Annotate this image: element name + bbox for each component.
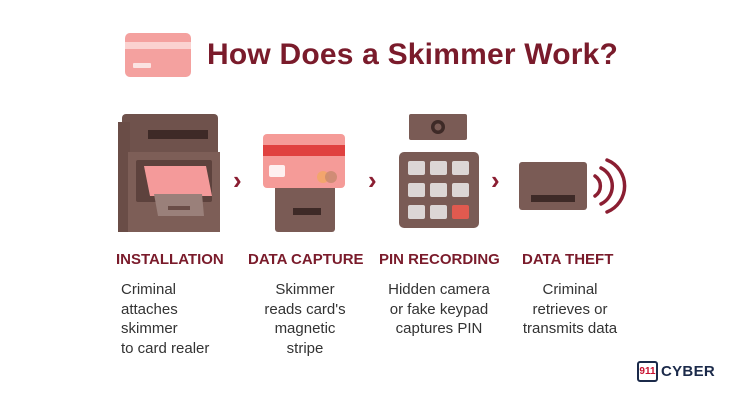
wireless-transmitter-icon xyxy=(519,158,627,214)
logo-badge: 911 xyxy=(637,361,658,382)
header: How Does a Skimmer Work? xyxy=(125,30,618,80)
step-description-data-capture: Skimmer reads card's magnetic stripe xyxy=(264,281,346,357)
keypad-camera-icon xyxy=(399,114,479,228)
card-reader-icon xyxy=(263,134,345,232)
step-description-data-theft: Criminal retrieves or transmits data xyxy=(522,281,618,337)
step-heading-pin-recording: PIN RECORDING xyxy=(379,251,500,268)
step-description-installation: Criminal attaches skimmer to card realer xyxy=(121,281,210,357)
step-heading-data-capture: DATA CAPTURE xyxy=(248,251,364,268)
page-title: How Does a Skimmer Work? xyxy=(207,38,619,71)
credit-card-icon xyxy=(125,33,191,77)
arrow-right-icon: › xyxy=(491,165,500,195)
step-heading-installation: INSTALLATION xyxy=(116,251,224,268)
step-heading-data-theft: DATA THEFT xyxy=(522,251,614,268)
arrow-right-icon: › xyxy=(368,165,377,195)
911-cyber-logo: 911 CYBER xyxy=(637,361,715,382)
step-description-pin-recording: Hidden camera or fake keypad captures PI… xyxy=(388,281,490,337)
arrow-right-icon: › xyxy=(233,165,242,195)
logo-text: CYBER xyxy=(661,363,716,380)
atm-icon xyxy=(118,114,220,232)
